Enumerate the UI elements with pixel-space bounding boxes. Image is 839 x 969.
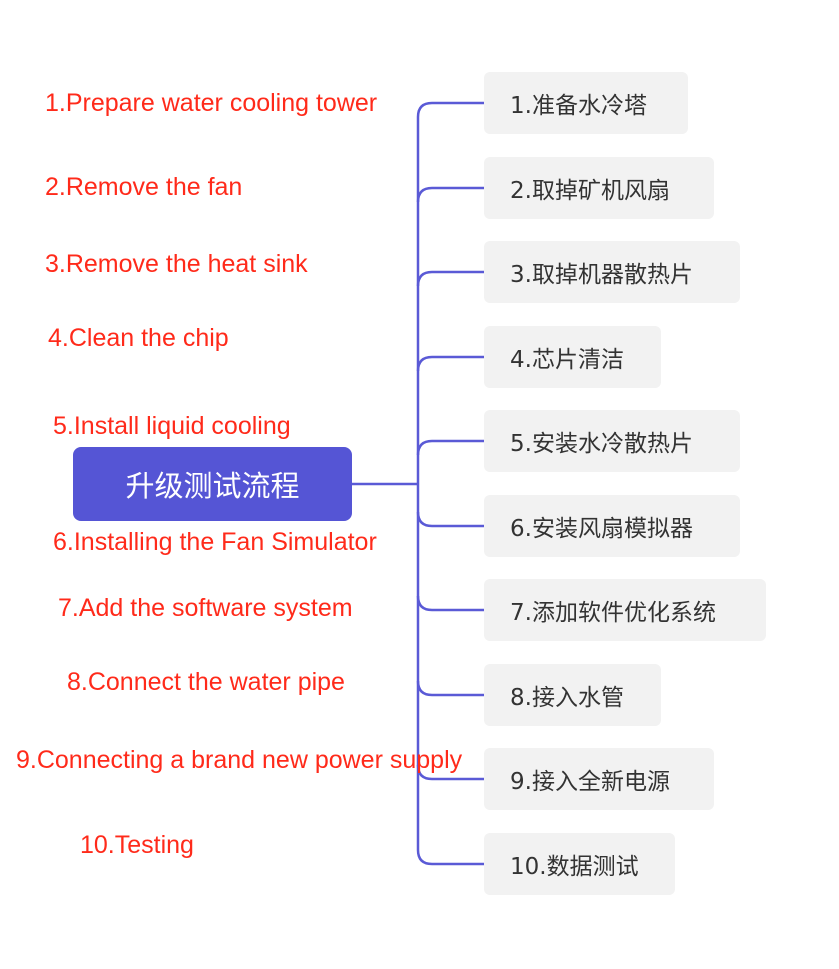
step-node-8[interactable]: 8.接入水管: [484, 664, 661, 726]
step-node-9[interactable]: 9.接入全新电源: [484, 748, 714, 810]
step-node-3[interactable]: 3.取掉机器散热片: [484, 241, 740, 303]
step-en-label-8: 8.Connect the water pipe: [67, 668, 345, 696]
root-label: 升级测试流程: [125, 469, 300, 503]
step-en-label-3: 3.Remove the heat sink: [45, 250, 308, 278]
root-node[interactable]: 升级测试流程: [73, 447, 352, 521]
step-cn-label: 2.取掉矿机风扇: [510, 178, 670, 204]
step-cn-label: 4.芯片清洁: [510, 347, 624, 373]
step-en-label-4: 4.Clean the chip: [48, 324, 229, 352]
step-node-7[interactable]: 7.添加软件优化系统: [484, 579, 766, 641]
step-node-10[interactable]: 10.数据测试: [484, 833, 675, 895]
step-node-1[interactable]: 1.准备水冷塔: [484, 72, 688, 134]
step-cn-label: 8.接入水管: [510, 685, 624, 711]
step-en-label-2: 2.Remove the fan: [45, 173, 243, 201]
step-en-label-1: 1.Prepare water cooling tower: [45, 89, 378, 117]
branch-line: [416, 186, 484, 203]
step-cn-label: 5.安装水冷散热片: [510, 431, 693, 457]
step-en-label-10: 10.Testing: [80, 831, 194, 859]
branch-line: [416, 101, 484, 118]
step-en-label-6: 6.Installing the Fan Simulator: [53, 528, 377, 556]
branch-line: [416, 439, 484, 456]
step-en-label-7: 7.Add the software system: [58, 594, 353, 622]
step-cn-label: 6.安装风扇模拟器: [510, 516, 693, 542]
branch-line: [416, 595, 484, 612]
step-cn-label: 1.准备水冷塔: [510, 93, 647, 119]
branch-line: [416, 511, 484, 528]
step-node-6[interactable]: 6.安装风扇模拟器: [484, 495, 740, 557]
branch-line: [416, 764, 484, 781]
branch-line: [416, 355, 484, 372]
step-en-label-9: 9.Connecting a brand new power supply: [16, 746, 463, 774]
step-cn-label: 7.添加软件优化系统: [510, 600, 716, 626]
step-node-4[interactable]: 4.芯片清洁: [484, 326, 661, 388]
step-en-label-5: 5.Install liquid cooling: [53, 412, 291, 440]
step-cn-label: 3.取掉机器散热片: [510, 262, 693, 288]
branch-line: [416, 680, 484, 697]
step-cn-label: 9.接入全新电源: [510, 769, 670, 795]
step-node-5[interactable]: 5.安装水冷散热片: [484, 410, 740, 472]
branch-line: [416, 849, 484, 866]
branch-line: [416, 270, 484, 287]
step-node-2[interactable]: 2.取掉矿机风扇: [484, 157, 714, 219]
step-cn-label: 10.数据测试: [510, 854, 639, 880]
